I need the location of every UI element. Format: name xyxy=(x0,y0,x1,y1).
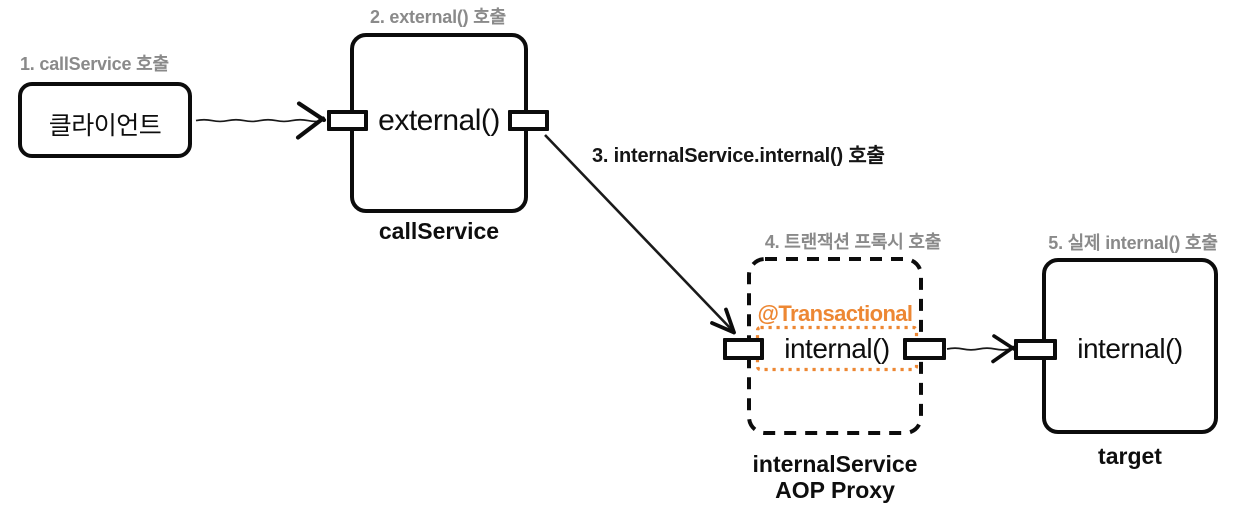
client-label: 클라이언트 xyxy=(48,112,162,140)
transactional-annotation: @Transactional xyxy=(757,301,913,326)
proxy-caption-line1: internalService xyxy=(752,451,918,477)
callservice-caption: callService xyxy=(378,218,500,244)
target-caption: target xyxy=(1098,443,1162,469)
arrow-client-to-callservice-icon xyxy=(195,101,327,140)
target-in-port xyxy=(1014,339,1057,360)
client-box xyxy=(18,82,192,158)
callservice-method-label: external() xyxy=(378,104,500,137)
target-box xyxy=(1042,258,1218,434)
step5-label: 5. 실제 internal() 호출 xyxy=(1048,233,1218,253)
proxy-method-label: internal() xyxy=(784,333,890,364)
arrow-callservice-to-proxy-icon xyxy=(544,134,736,335)
proxy-out-port xyxy=(903,338,946,360)
step4-label: 4. 트랜잭션 프록시 호출 xyxy=(764,232,942,252)
proxy-in-port xyxy=(723,338,764,360)
transactional-dotted-box xyxy=(755,325,919,372)
step3-label: 3. internalService.internal() 호출 xyxy=(592,145,885,167)
step1-label: 1. callService 호출 xyxy=(20,54,169,74)
callservice-out-port xyxy=(508,110,549,131)
step2-label: 2. external() 호출 xyxy=(370,7,506,27)
arrow-proxy-to-target-icon xyxy=(946,334,1016,364)
proxy-caption-line2: AOP Proxy xyxy=(775,477,895,503)
callservice-in-port xyxy=(327,110,368,131)
target-method-label: internal() xyxy=(1077,333,1183,364)
